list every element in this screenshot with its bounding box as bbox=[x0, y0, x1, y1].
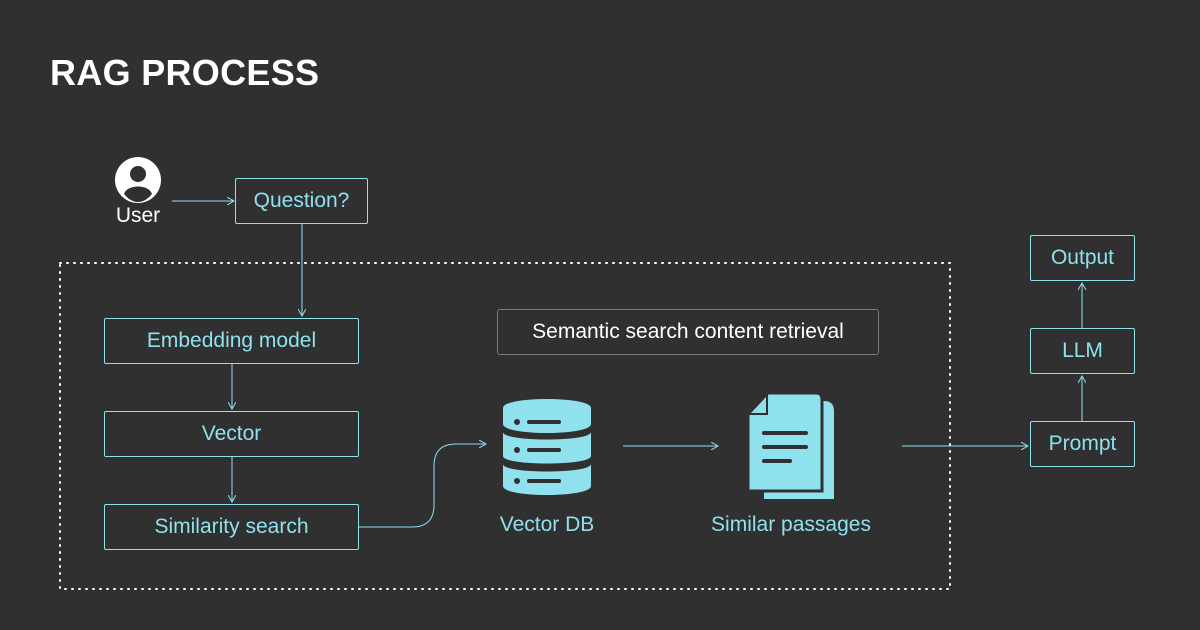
similarity-search-node: Similarity search bbox=[104, 504, 359, 550]
documents-icon bbox=[748, 393, 834, 499]
user-label: User bbox=[115, 204, 161, 227]
similar-passages-label: Similar passages bbox=[711, 513, 871, 536]
diagram-title: RAG PROCESS bbox=[50, 52, 320, 93]
llm-node: LLM bbox=[1030, 328, 1135, 374]
user-icon bbox=[115, 157, 161, 203]
database-icon bbox=[503, 399, 591, 495]
question-node: Question? bbox=[235, 178, 368, 224]
embedding-model-node: Embedding model bbox=[104, 318, 359, 364]
prompt-node: Prompt bbox=[1030, 421, 1135, 467]
retrieval-group-frame bbox=[59, 262, 951, 590]
retrieval-group-label: Semantic search content retrieval bbox=[497, 309, 879, 355]
vector-node: Vector bbox=[104, 411, 359, 457]
output-node: Output bbox=[1030, 235, 1135, 281]
vector-db-label: Vector DB bbox=[499, 513, 595, 536]
edge-similarity-vectordb bbox=[359, 444, 486, 528]
